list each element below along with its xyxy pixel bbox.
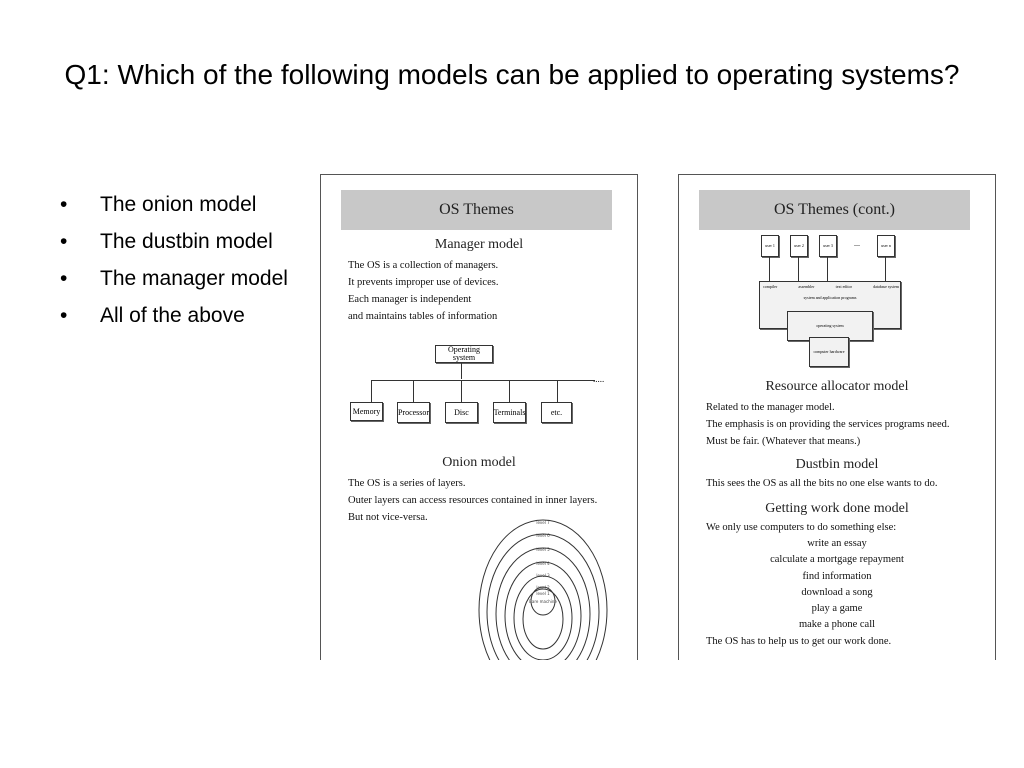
disc-box: Disc (445, 402, 478, 423)
processor-box: Processor (397, 402, 430, 423)
os-themes-cont-panel: OS Themes (cont.) user 1 user 2 user 3 .… (678, 174, 996, 660)
onion-model-heading: Onion model (442, 455, 516, 470)
onion-ring (486, 533, 600, 660)
user-box: user n (877, 235, 895, 257)
dustbin-model-text: This sees the OS as all the bits no one … (706, 478, 938, 489)
operating-system-layer: operating system (787, 311, 873, 341)
panel-header: OS Themes (cont.) (699, 190, 970, 230)
list-item: find information (802, 570, 872, 582)
work-model-heading: Getting work done model (765, 501, 909, 516)
system-programs-label: system and application programs (803, 295, 857, 300)
work-model-outro: The OS has to help us to get our work do… (706, 636, 892, 647)
onion-layer-label: level 1 (536, 591, 550, 596)
onion-ring (478, 519, 608, 660)
slide-title: Q1: Which of the following models can be… (64, 59, 960, 90)
resource-model-heading: Resource allocator model (765, 379, 909, 394)
user-box: user 3 (819, 235, 837, 257)
option-onion: The onion model (60, 186, 288, 223)
onion-diagram: level 7 level 6 level 5 level 4 level 3 … (478, 519, 608, 660)
diagram-connector (509, 380, 510, 402)
list-item: write an essay (807, 538, 867, 549)
diagram-connector (461, 363, 462, 379)
diagram-connector (827, 257, 828, 281)
resource-model-text: Related to the manager model. The emphas… (706, 402, 950, 447)
panel-header: OS Themes (341, 190, 612, 230)
onion-ring (504, 561, 582, 660)
onion-ring (522, 588, 564, 650)
onion-ring (530, 586, 556, 616)
onion-ring (495, 547, 591, 660)
option-all: All of the above (60, 297, 288, 334)
work-model-list: write an essay calculate a mortgage repa… (679, 536, 995, 634)
terminals-box: Terminals (493, 402, 526, 423)
app-labels: compiler assembler text editor database … (763, 284, 899, 289)
list-item: download a song (801, 586, 873, 598)
work-model-intro: We only use computers to do something el… (706, 522, 897, 533)
diagram-connector (885, 257, 886, 281)
answer-options: The onion model The dustbin model The ma… (60, 186, 288, 334)
etc-box: etc. (541, 402, 572, 423)
user-box: user 2 (790, 235, 808, 257)
list-item: play a game (811, 603, 863, 615)
option-dustbin: The dustbin model (60, 223, 288, 260)
onion-layer-label: level 5 (536, 547, 550, 552)
users-ellipsis: ... (854, 239, 860, 248)
diagram-connector (371, 380, 372, 402)
dustbin-model-heading: Dustbin model (795, 457, 879, 472)
onion-layer-label: level 4 (536, 561, 550, 566)
onion-layer-label: level 7 (536, 520, 550, 525)
diagram-connector (371, 380, 595, 381)
onion-model-text: The OS is a series of layers. Outer laye… (348, 478, 598, 523)
option-manager: The manager model (60, 260, 288, 297)
diagram-ellipsis: ..... (593, 374, 605, 384)
diagram-connector (413, 380, 414, 402)
diagram-root-box: Operating system (435, 345, 493, 363)
diagram-connector (461, 380, 462, 402)
list-item: calculate a mortgage repayment (770, 554, 904, 566)
onion-layer-label: level 3 (536, 573, 550, 578)
onion-layer-label: level 6 (536, 533, 550, 538)
manager-model-heading: Manager model (434, 237, 524, 252)
os-themes-panel: OS Themes Manager model The OS is a coll… (320, 174, 638, 660)
memory-box: Memory (350, 402, 383, 421)
onion-ring (513, 575, 573, 660)
diagram-connector (557, 380, 558, 402)
manager-model-text: The OS is a collection of managers. It p… (348, 260, 499, 322)
onion-layer-label: level 2 (536, 585, 550, 590)
list-item: make a phone call (798, 619, 876, 631)
diagram-connector (769, 257, 770, 281)
user-box: user 1 (761, 235, 779, 257)
diagram-connector (798, 257, 799, 281)
hardware-layer: computer hardware (809, 337, 849, 367)
onion-layer-label: Bare machine (529, 599, 557, 604)
